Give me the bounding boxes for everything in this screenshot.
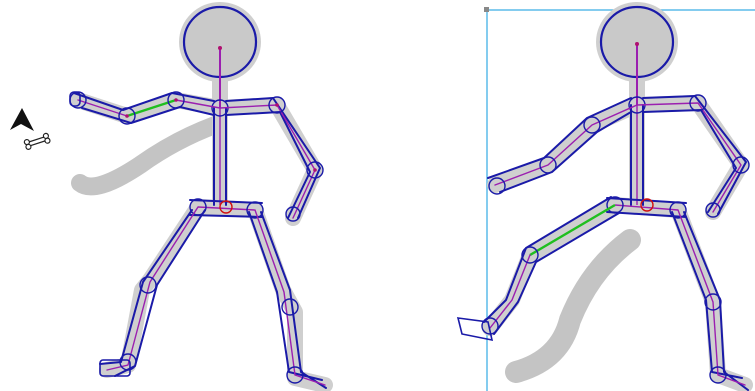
left-thigh-selected[interactable] [530, 205, 615, 255]
bone-tool-icon [24, 133, 51, 150]
figure-right[interactable] [458, 2, 755, 391]
cursor-group [10, 108, 51, 150]
arm-drag-ghost [80, 125, 215, 186]
arrow-cursor-icon [10, 108, 34, 131]
selection-handle[interactable] [484, 7, 489, 12]
head-joint[interactable] [218, 46, 222, 50]
figure-left[interactable] [70, 2, 326, 388]
torso[interactable] [629, 97, 645, 205]
